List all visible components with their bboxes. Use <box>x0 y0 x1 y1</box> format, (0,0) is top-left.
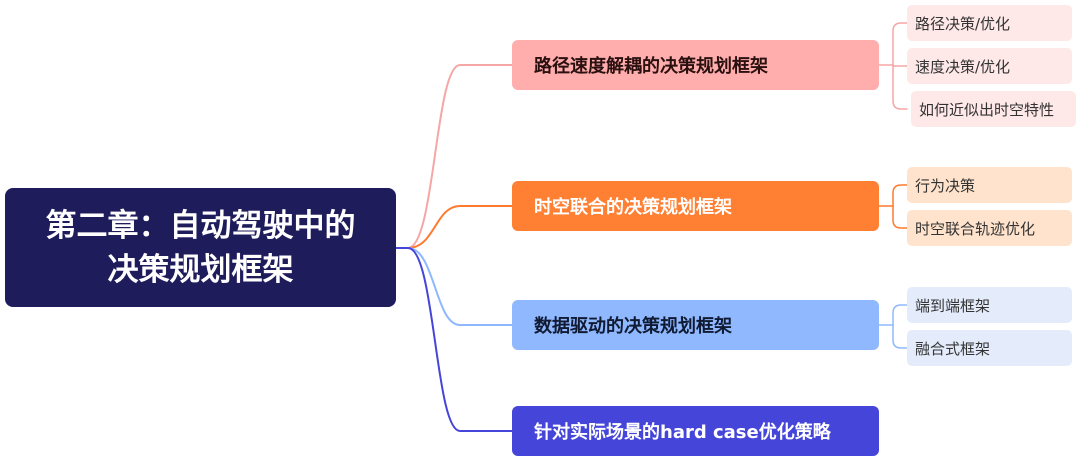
root-title-line2: 决策规划框架 <box>107 251 294 288</box>
leaf-label: 路径决策/优化 <box>915 14 1011 33</box>
connector-leaf <box>892 205 908 229</box>
branch-label: 数据驱动的决策规划框架 <box>534 316 732 337</box>
leaf-end-to-end[interactable]: 端到端框架 <box>907 287 1072 323</box>
leaf-path-decision[interactable]: 路径决策/优化 <box>907 5 1072 41</box>
branch-data-driven-framework[interactable]: 数据驱动的决策规划框架 <box>512 300 879 350</box>
leaf-speed-decision[interactable]: 速度决策/优化 <box>907 48 1072 84</box>
connector-leaf <box>892 22 908 66</box>
branch-spatiotemporal-framework[interactable]: 时空联合的决策规划框架 <box>512 181 879 231</box>
connector-root-to-branch <box>395 64 513 249</box>
branch-decoupled-framework[interactable]: 路径速度解耦的决策规划框架 <box>512 40 879 90</box>
leaf-label: 如何近似出时空特性 <box>919 100 1055 119</box>
branch-label: 针对实际场景的hard case优化策略 <box>534 422 831 443</box>
connector-root-to-branch <box>395 247 513 326</box>
branch-hard-case-strategy[interactable]: 针对实际场景的hard case优化策略 <box>512 406 879 456</box>
connector-leaf <box>892 64 908 110</box>
root-node[interactable]: 第二章：自动驾驶中的 决策规划框架 <box>5 188 396 307</box>
leaf-label: 端到端框架 <box>915 296 991 315</box>
leaf-behavior-decision[interactable]: 行为决策 <box>907 167 1072 203</box>
connector-leaf <box>892 184 908 207</box>
connector-root-to-branch <box>395 247 513 432</box>
branch-label: 时空联合的决策规划框架 <box>534 197 732 218</box>
connector-leaf <box>892 304 908 326</box>
root-title-line1: 第二章：自动驾驶中的 <box>45 207 356 244</box>
leaf-label: 行为决策 <box>915 176 976 195</box>
leaf-trajectory-optimization[interactable]: 时空联合轨迹优化 <box>907 210 1072 246</box>
branch-label: 路径速度解耦的决策规划框架 <box>534 56 768 77</box>
leaf-approximate-spatiotemporal[interactable]: 如何近似出时空特性 <box>911 91 1076 127</box>
leaf-label: 速度决策/优化 <box>915 57 1011 76</box>
leaf-label: 融合式框架 <box>915 339 991 358</box>
connector-leaf <box>892 324 908 349</box>
leaf-fusion-framework[interactable]: 融合式框架 <box>907 330 1072 366</box>
leaf-label: 时空联合轨迹优化 <box>915 219 1036 238</box>
connector-root-to-branch <box>395 205 513 249</box>
